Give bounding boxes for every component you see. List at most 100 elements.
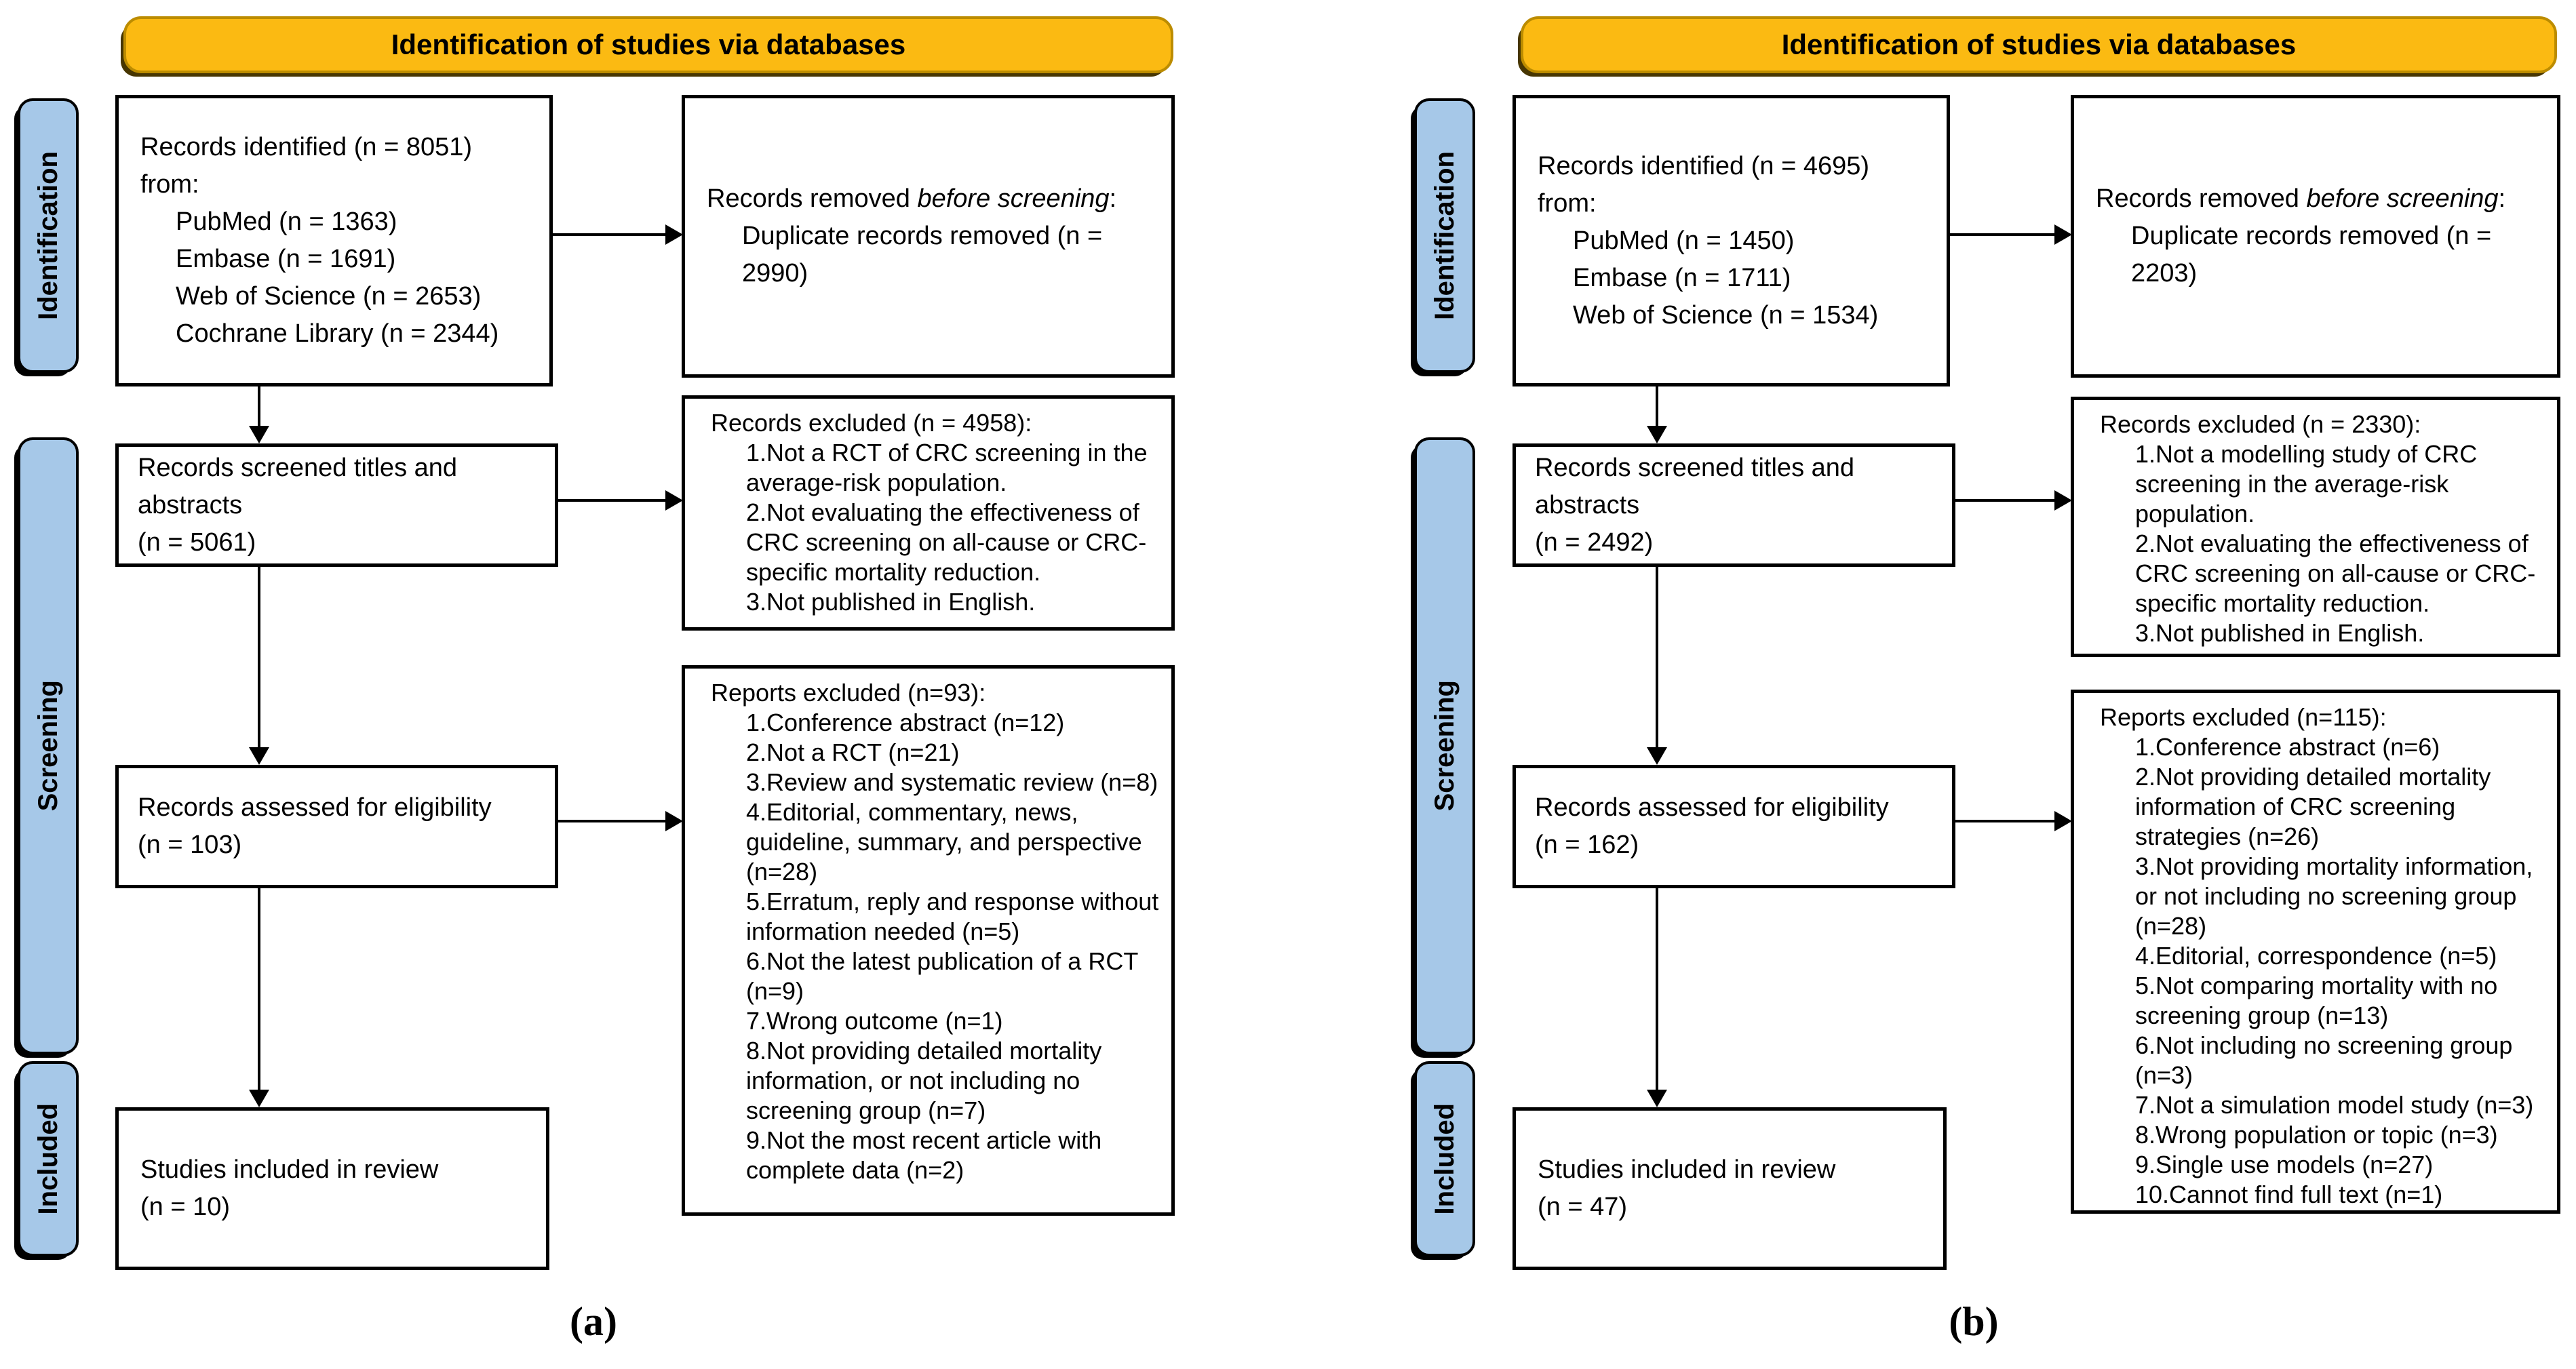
arrowhead-screened-to-excluded xyxy=(665,490,683,511)
arrowhead-assessed-to-reports-excluded xyxy=(2054,811,2072,831)
records-identified-line1: Records identified (n = 8051) xyxy=(140,133,473,161)
list-item: Duplicate records removed (n = 2203) xyxy=(2131,222,2492,287)
list-item: 3.Not published in English. xyxy=(746,588,1036,616)
arrowhead-assessed-to-included xyxy=(1647,1090,1667,1107)
records-assessed-count: (n = 103) xyxy=(138,831,242,859)
reports-excluded-box: Reports excluded (n=115): 1.Conference a… xyxy=(2071,690,2560,1214)
prisma-panel-b: Identification of studies via databases … xyxy=(1397,0,2576,1369)
records-excluded-box: Records excluded (n = 4958): 1.Not a RCT… xyxy=(682,395,1175,631)
list-item: Embase (n = 1711) xyxy=(1573,263,1791,292)
arrowhead-screened-to-excluded xyxy=(2054,490,2072,511)
list-item: Duplicate records removed (n = 2990) xyxy=(742,222,1103,287)
stage-identification: Identification xyxy=(1414,98,1475,373)
list-item: 4.Editorial, correspondence (n=5) xyxy=(2135,942,2497,970)
stage-identification-label: Identification xyxy=(1429,151,1460,320)
list-item: 2.Not a RCT (n=21) xyxy=(746,738,960,766)
list-item: 7.Wrong outcome (n=1) xyxy=(746,1007,1003,1035)
list-item: 7.Not a simulation model study (n=3) xyxy=(2135,1091,2534,1119)
records-identified-line2: from: xyxy=(140,170,199,199)
arrowhead-identified-to-removed xyxy=(665,224,683,245)
arrow-identified-to-removed xyxy=(1950,233,2054,236)
records-removed-box: Records removed before screening: Duplic… xyxy=(682,95,1175,378)
arrowhead-screened-to-assessed xyxy=(1647,747,1667,765)
list-item: 1.Conference abstract (n=12) xyxy=(746,709,1065,736)
records-identified-line2: from: xyxy=(1538,189,1597,218)
studies-included-box: Studies included in review (n = 10) xyxy=(115,1107,549,1270)
studies-included-count: (n = 10) xyxy=(140,1193,231,1221)
stage-screening-label: Screening xyxy=(1429,680,1460,812)
stage-screening: Screening xyxy=(1414,437,1475,1054)
records-excluded-title: Records excluded (n = 4958): xyxy=(711,409,1032,437)
records-removed-box: Records removed before screening: Duplic… xyxy=(2071,95,2560,378)
studies-included-count: (n = 47) xyxy=(1538,1193,1628,1221)
arrow-assessed-to-included xyxy=(1656,888,1658,1091)
list-item: 1.Conference abstract (n=6) xyxy=(2135,733,2440,761)
records-screened-count: (n = 5061) xyxy=(138,528,256,557)
prisma-panel-a: Identification of studies via databases … xyxy=(18,16,1175,1344)
records-assessed-box: Records assessed for eligibility (n = 16… xyxy=(1513,765,1955,888)
records-identified-line1: Records identified (n = 4695) xyxy=(1538,151,1870,180)
list-item: PubMed (n = 1450) xyxy=(1573,226,1795,255)
list-item: PubMed (n = 1363) xyxy=(176,207,397,236)
stage-screening: Screening xyxy=(18,437,79,1054)
list-item: Cochrane Library (n = 2344) xyxy=(176,319,499,348)
stage-included-label: Included xyxy=(33,1103,63,1215)
stage-identification-label: Identification xyxy=(33,151,63,320)
records-excluded-items: 1.Not a modelling study of CRC screening… xyxy=(2135,439,2546,648)
list-item: 5.Not comparing mortality with no screen… xyxy=(2135,972,2498,1029)
records-screened-label: Records screened titles and abstracts xyxy=(138,453,458,519)
list-item: 3.Not providing mortality information, o… xyxy=(2135,852,2533,940)
records-identified-sources: PubMed (n = 1450)Embase (n = 1711)Web of… xyxy=(1573,222,1933,334)
list-item: 3.Review and systematic review (n=8) xyxy=(746,768,1158,796)
records-assessed-label: Records assessed for eligibility xyxy=(138,793,492,822)
list-item: 1.Not a RCT of CRC screening in the aver… xyxy=(746,439,1148,496)
records-excluded-items: 1.Not a RCT of CRC screening in the aver… xyxy=(746,438,1160,617)
records-assessed-count: (n = 162) xyxy=(1535,831,1639,859)
banner-title: Identification of studies via databases xyxy=(391,28,906,60)
arrow-identified-to-removed xyxy=(553,233,665,236)
list-item: 8.Not providing detailed mortality infor… xyxy=(746,1037,1102,1124)
banner: Identification of studies via databases xyxy=(123,16,1173,73)
list-item: 9.Not the most recent article with compl… xyxy=(746,1126,1102,1184)
list-item: 8.Wrong population or topic (n=3) xyxy=(2135,1121,2498,1149)
arrow-screened-to-excluded xyxy=(1955,499,2054,502)
list-item: 6.Not the latest publication of a RCT (n… xyxy=(746,947,1138,1005)
records-screened-count: (n = 2492) xyxy=(1535,528,1654,557)
records-removed-items: Duplicate records removed (n = 2203) xyxy=(2131,218,2543,292)
records-excluded-box: Records excluded (n = 2330): 1.Not a mod… xyxy=(2071,397,2560,657)
banner-title: Identification of studies via databases xyxy=(1781,28,2297,60)
records-excluded-title: Records excluded (n = 2330): xyxy=(2100,410,2421,438)
list-item: 4.Editorial, commentary, news, guideline… xyxy=(746,798,1142,886)
banner: Identification of studies via databases xyxy=(1521,16,2557,73)
stage-included-label: Included xyxy=(1429,1103,1460,1215)
panel-label-a: (a) xyxy=(570,1299,617,1344)
records-screened-box: Records screened titles and abstracts (n… xyxy=(115,443,558,567)
arrow-assessed-to-reports-excluded xyxy=(1955,820,2054,822)
records-assessed-box: Records assessed for eligibility (n = 10… xyxy=(115,765,558,888)
records-identified-sources: PubMed (n = 1363)Embase (n = 1691)Web of… xyxy=(176,203,536,353)
stage-included: Included xyxy=(18,1061,79,1256)
stage-screening-label: Screening xyxy=(33,680,63,812)
records-removed-items: Duplicate records removed (n = 2990) xyxy=(742,218,1158,292)
records-assessed-label: Records assessed for eligibility xyxy=(1535,793,1889,822)
arrowhead-assessed-to-reports-excluded xyxy=(665,811,683,831)
studies-included-label: Studies included in review xyxy=(1538,1155,1836,1184)
arrowhead-identified-to-screened xyxy=(1647,426,1667,443)
panel-label-b: (b) xyxy=(1949,1299,1999,1344)
arrow-screened-to-excluded xyxy=(558,499,665,502)
arrow-assessed-to-included xyxy=(258,888,260,1091)
reports-excluded-items: 1.Conference abstract (n=12)2.Not a RCT … xyxy=(746,708,1160,1185)
studies-included-box: Studies included in review (n = 47) xyxy=(1513,1107,1947,1270)
records-screened-label: Records screened titles and abstracts xyxy=(1535,453,1855,519)
list-item: 6.Not including no screening group (n=3) xyxy=(2135,1031,2513,1089)
records-identified-box: Records identified (n = 8051) from: PubM… xyxy=(115,95,553,386)
list-item: 10.Cannot find full text (n=1) xyxy=(2135,1180,2443,1208)
arrowhead-screened-to-assessed xyxy=(249,747,269,765)
list-item: 2.Not evaluating the effectiveness of CR… xyxy=(746,498,1147,586)
arrow-identified-to-screened xyxy=(258,386,260,427)
arrow-assessed-to-reports-excluded xyxy=(558,820,665,822)
records-removed-title: Records removed before screening: xyxy=(707,184,1117,213)
records-removed-title: Records removed before screening: xyxy=(2096,184,2506,213)
stage-identification: Identification xyxy=(18,98,79,373)
reports-excluded-box: Reports excluded (n=93): 1.Conference ab… xyxy=(682,665,1175,1216)
